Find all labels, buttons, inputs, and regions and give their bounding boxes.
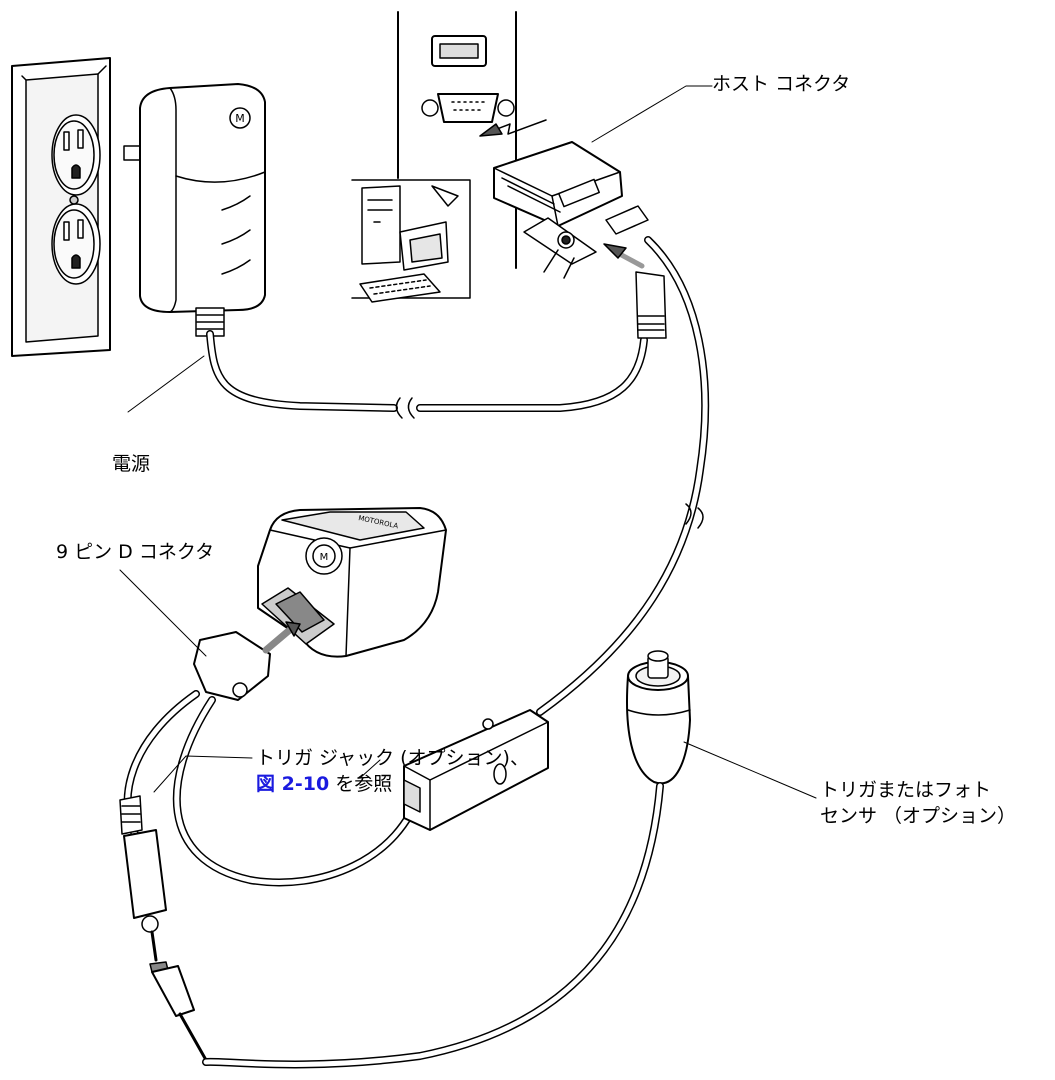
- see-figure-suffix: を参照: [329, 773, 393, 795]
- host-cable-connector-icon: [479, 119, 649, 279]
- scanner-cable-connector-icon: [193, 621, 301, 701]
- trigger-jack-leader: [153, 755, 253, 793]
- trigger-sensor-label-line1: トリガまたはフォト: [820, 779, 992, 801]
- power-leader: [127, 355, 205, 413]
- figure-link[interactable]: 図 2-10: [256, 773, 330, 795]
- trigger-jack-icon: [119, 795, 208, 1062]
- wall-outlet-icon: [11, 57, 111, 357]
- power-cable: [206, 271, 667, 419]
- breakout-box-icon: [403, 709, 549, 831]
- host-computer-icon: [351, 11, 517, 303]
- scanner-logo: M: [320, 552, 329, 563]
- host-cable: [536, 236, 710, 716]
- trigger-jack-leader-2: [359, 759, 381, 779]
- trigger-sensor-leader: [683, 741, 817, 799]
- nine-pin-connector-label: 9 ピン D コネクタ: [56, 541, 215, 563]
- nine-pin-leader: [119, 569, 207, 657]
- adapter-logo: M: [235, 112, 245, 125]
- trigger-sensor-icon: [202, 650, 691, 1069]
- trigger-sensor-label-line2: センサ （オプション）: [820, 805, 1017, 827]
- see-figure-line: 図 2-10 を参照: [256, 772, 392, 796]
- leader-lines: [119, 85, 817, 799]
- host-connector-label: ホスト コネクタ: [712, 73, 851, 95]
- power-supply-label: 電源: [112, 453, 151, 475]
- host-connector-leader: [591, 85, 713, 143]
- power-adapter-icon: M: [123, 83, 266, 337]
- trigger-jack-label: トリガ ジャック (オプション)、: [256, 747, 529, 769]
- scanner-icon: M MOTOROLA: [257, 507, 447, 658]
